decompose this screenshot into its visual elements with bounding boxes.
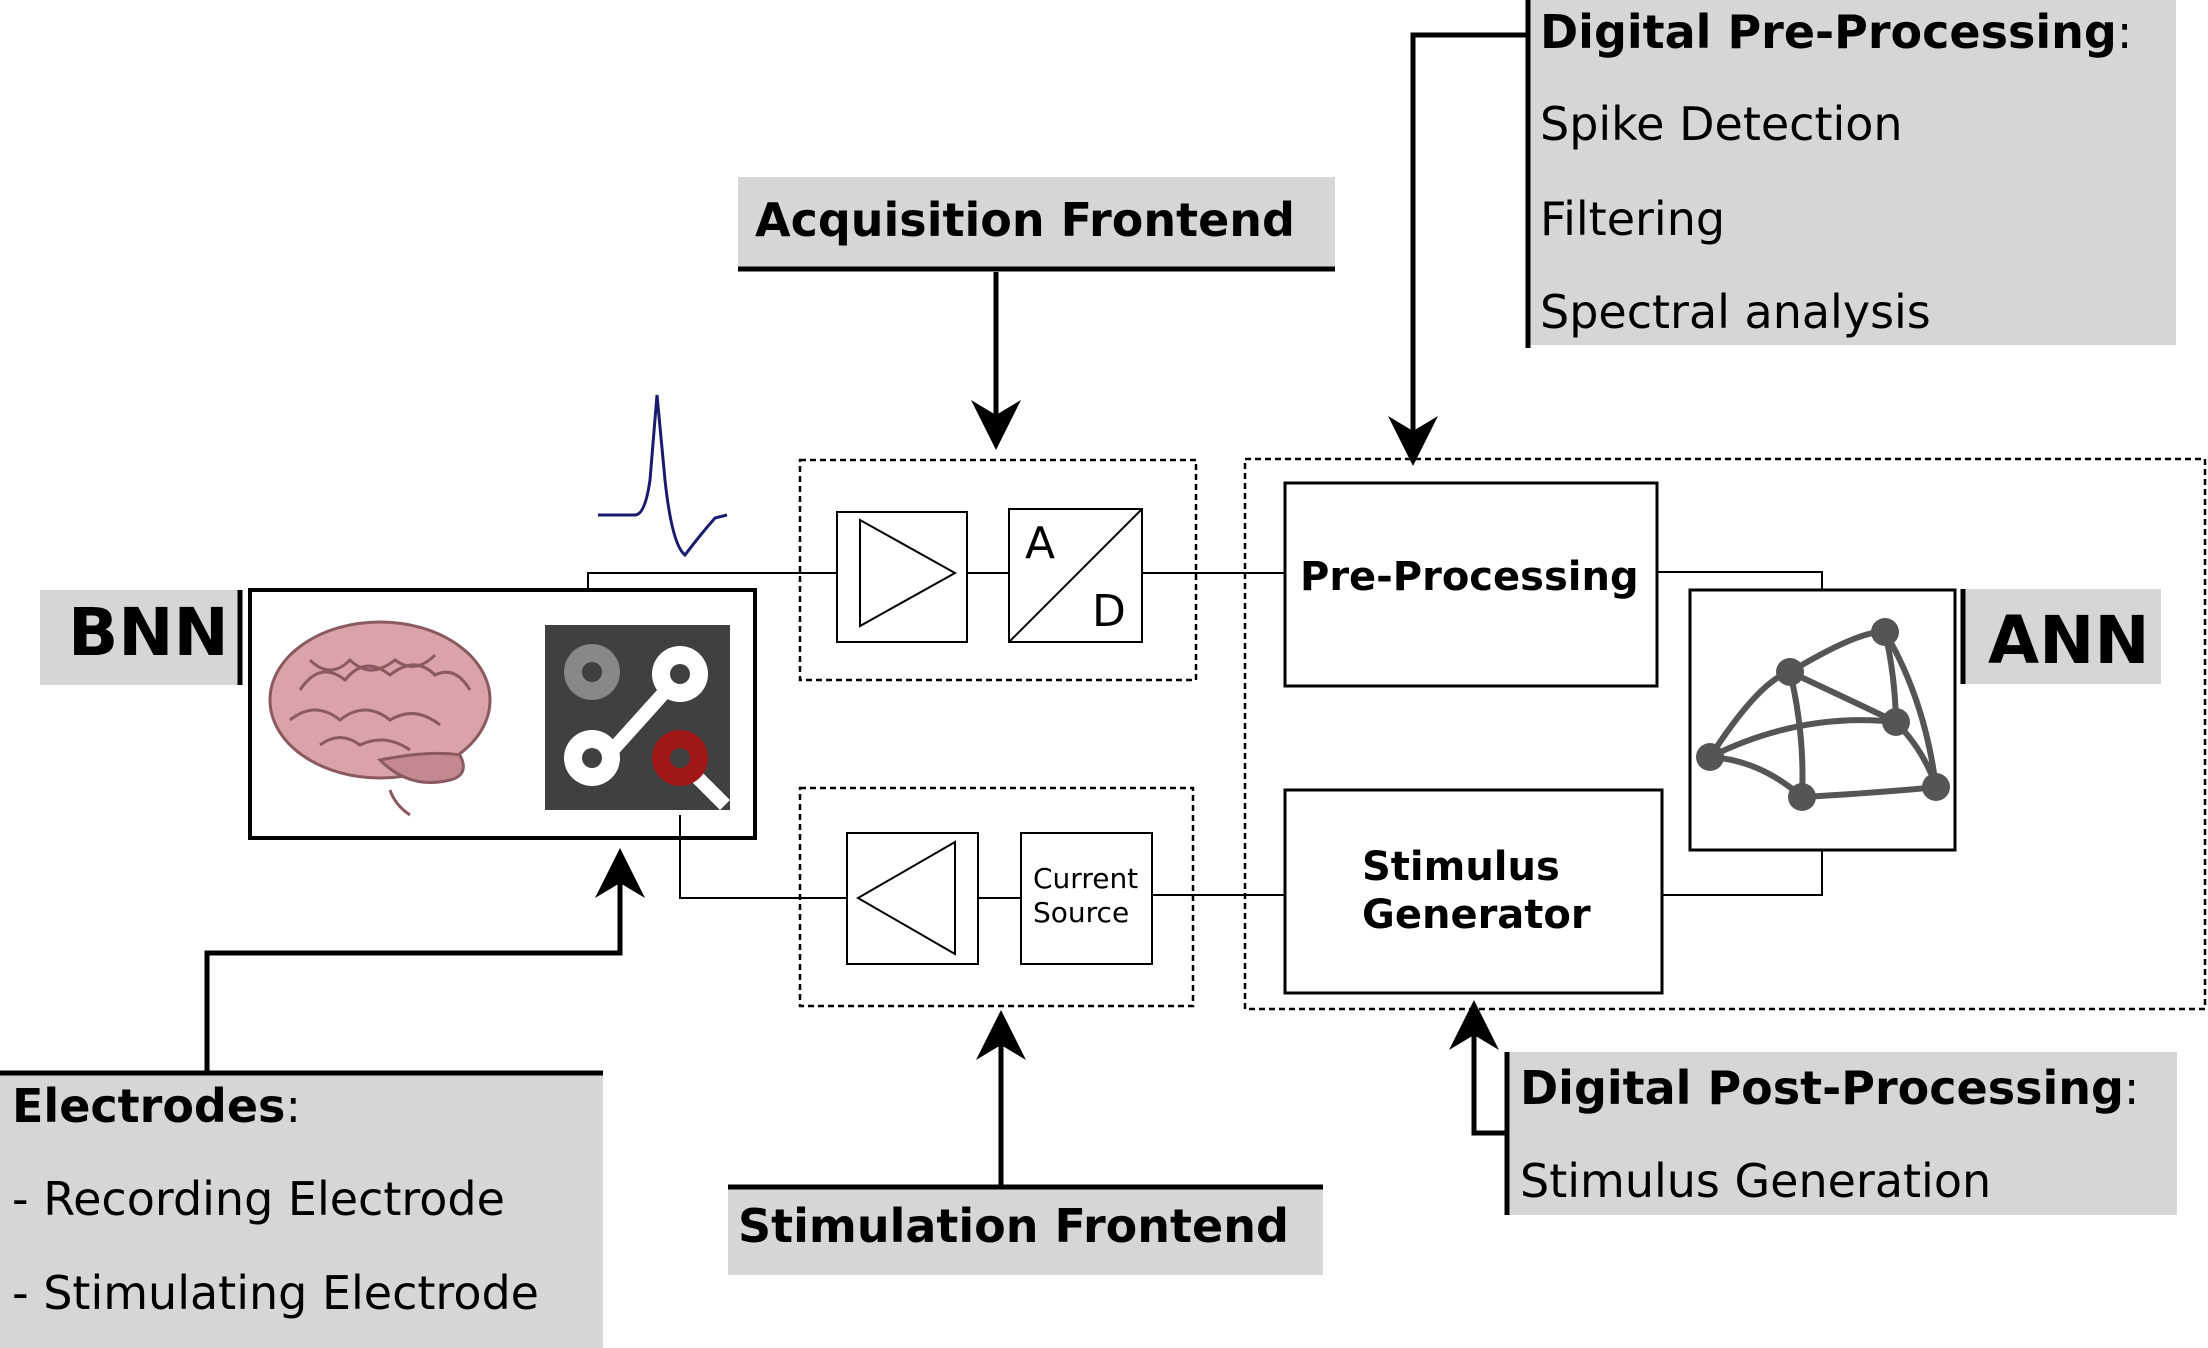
bnn-label: BNN — [68, 594, 229, 671]
adc-d-label: D — [1092, 586, 1126, 637]
stimulation-frontend-label: Stimulation Frontend — [728, 1184, 1323, 1275]
digital-pre-item-filtering: Filtering — [1540, 192, 1725, 246]
bnn-label-group: BNN — [40, 590, 243, 685]
acquisition-frontend-title: Acquisition Frontend — [755, 193, 1295, 247]
stimulus-generator-line2: Generator — [1362, 892, 1591, 938]
electrode-icon — [545, 625, 730, 810]
stimulation-label-background — [728, 1187, 1323, 1275]
acquisition-frontend-label: Acquisition Frontend — [738, 177, 1335, 272]
digital-pre-item-spectral-analysis: Spectral analysis — [1540, 285, 1931, 339]
electrodes-background — [0, 1073, 603, 1348]
adc-diagonal — [1008, 508, 1143, 643]
pre-processing-label: Pre-Processing — [1300, 554, 1639, 600]
ann-label-background — [1963, 589, 2161, 684]
electrodes-item-stimulating: - Stimulating Electrode — [12, 1266, 539, 1320]
ann-label: ANN — [1988, 602, 2150, 679]
stimulation-frontend-title: Stimulation Frontend — [738, 1199, 1289, 1253]
digital-pre-item-spike-detection: Spike Detection — [1540, 97, 1903, 151]
current-source-line1: Current — [1033, 862, 1138, 895]
acquisition-frontend-box — [798, 458, 1198, 682]
ann-label-group: ANN — [1960, 589, 2161, 684]
electrodes-panel: Electrodes: - Recording Electrode - Stim… — [0, 1070, 603, 1348]
digital-pre-processing-panel: Digital Pre-Processing: Spike Detection … — [1525, 0, 2176, 348]
digital-post-title: Digital Post-Processing: — [1520, 1061, 2139, 1115]
digital-pre-arrow — [1388, 32, 1528, 466]
digital-pre-title: Digital Pre-Processing: — [1540, 5, 2132, 59]
electrodes-title: Electrodes: — [12, 1079, 301, 1133]
digital-post-processing-panel: Digital Post-Processing: Stimulus Genera… — [1504, 1052, 2177, 1215]
amplifier-triangle-icon — [859, 518, 958, 628]
pre-processing-box — [1283, 481, 1659, 688]
digital-post-background — [1507, 1052, 2177, 1215]
stim-amplifier-triangle-icon — [855, 840, 956, 956]
brain-icon — [268, 620, 492, 817]
digital-post-item-stimulus-generation: Stimulus Generation — [1520, 1154, 1991, 1208]
digital-pre-background — [1528, 0, 2176, 345]
digital-post-arrow — [1449, 1000, 1507, 1136]
electrodes-item-recording: - Recording Electrode — [12, 1172, 505, 1226]
spike-waveform — [598, 394, 728, 558]
adc-a-label: A — [1025, 518, 1055, 569]
stimulus-generator-line1: Stimulus — [1362, 844, 1560, 890]
signal-wires — [587, 571, 1823, 899]
stimulus-generator-box — [1283, 788, 1664, 995]
bnn-label-background — [40, 590, 240, 685]
current-source-line2: Source — [1033, 896, 1129, 929]
neural-network-nodes — [1696, 618, 1950, 811]
acquisition-label-background — [738, 177, 1335, 269]
ann-region-box — [1243, 457, 2207, 1011]
electrodes-arrow — [204, 848, 645, 1073]
current-source-box — [1020, 832, 1153, 965]
